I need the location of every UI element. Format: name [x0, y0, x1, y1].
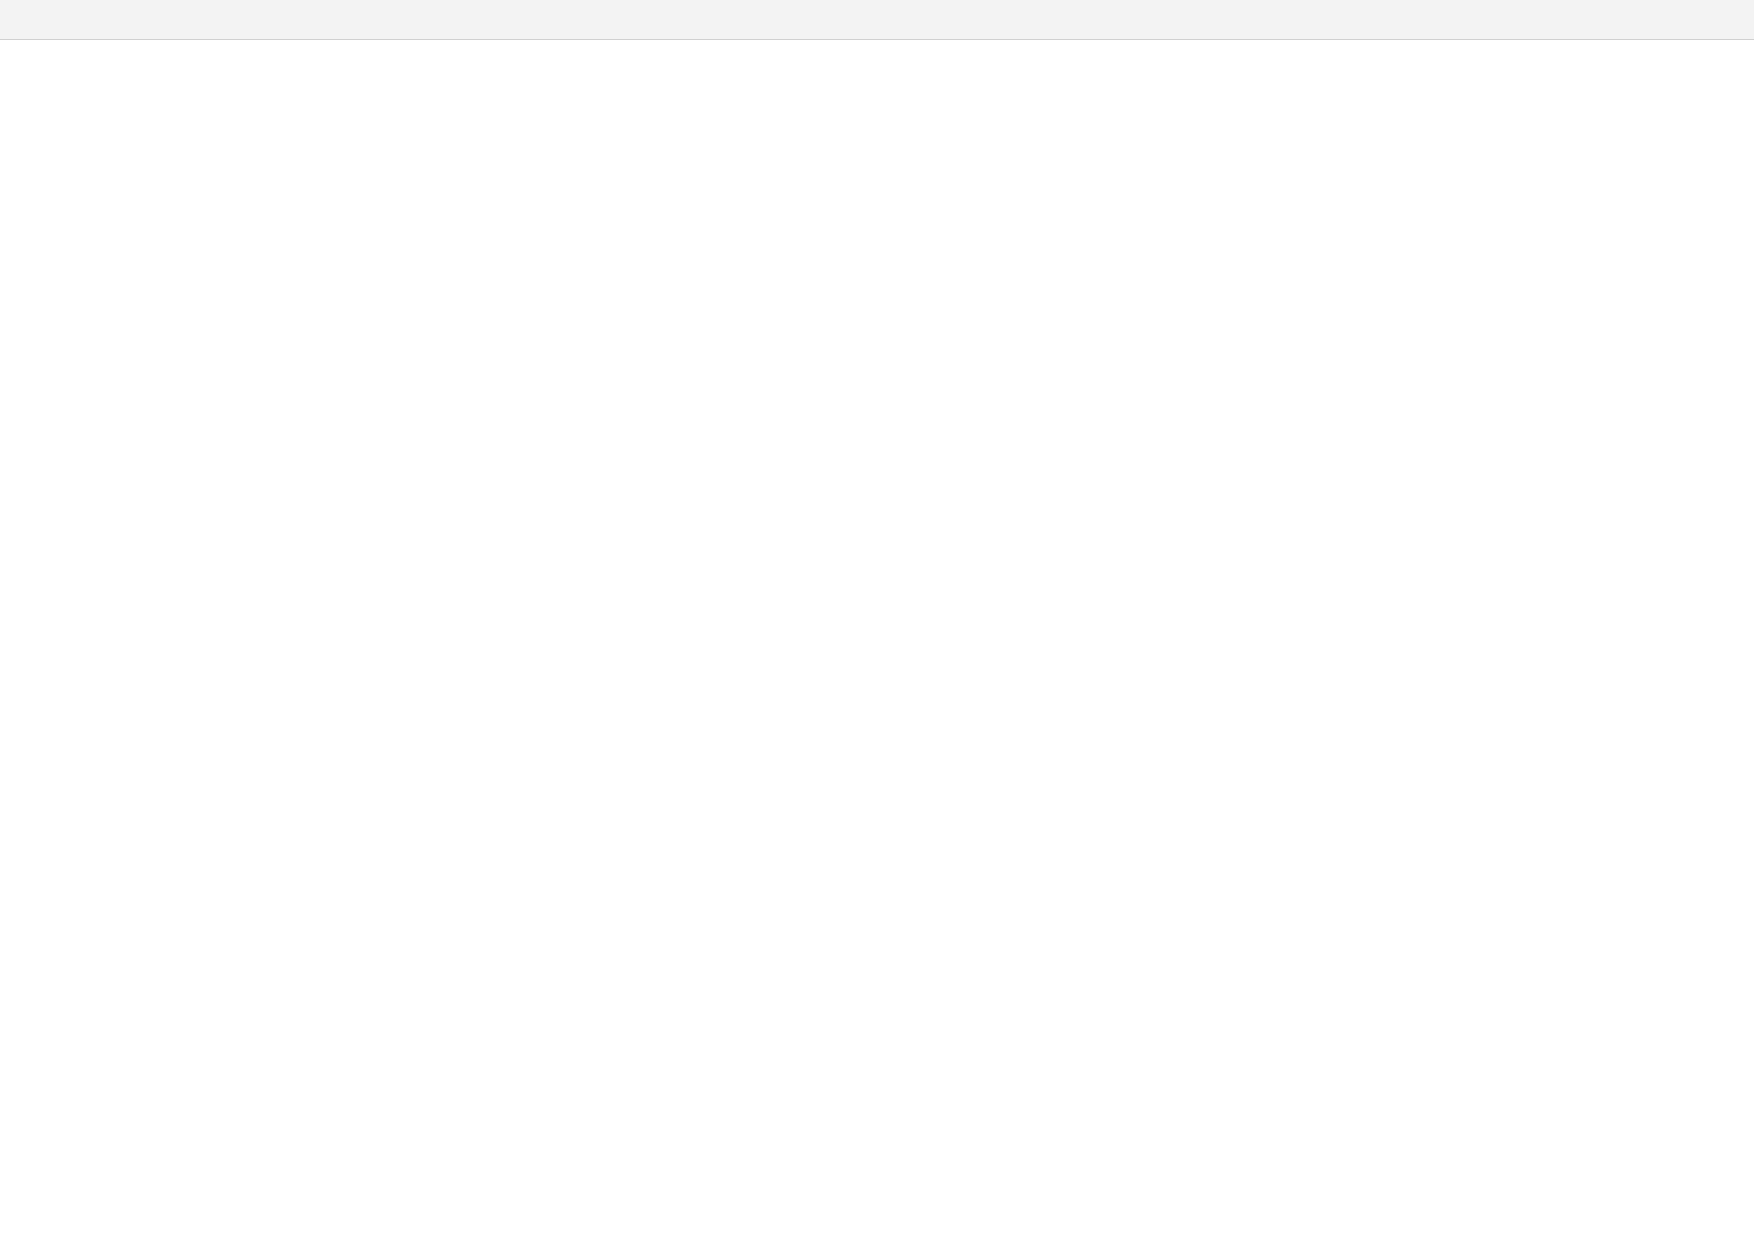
- title-bar: [0, 0, 1754, 40]
- main-content: [0, 40, 1754, 1241]
